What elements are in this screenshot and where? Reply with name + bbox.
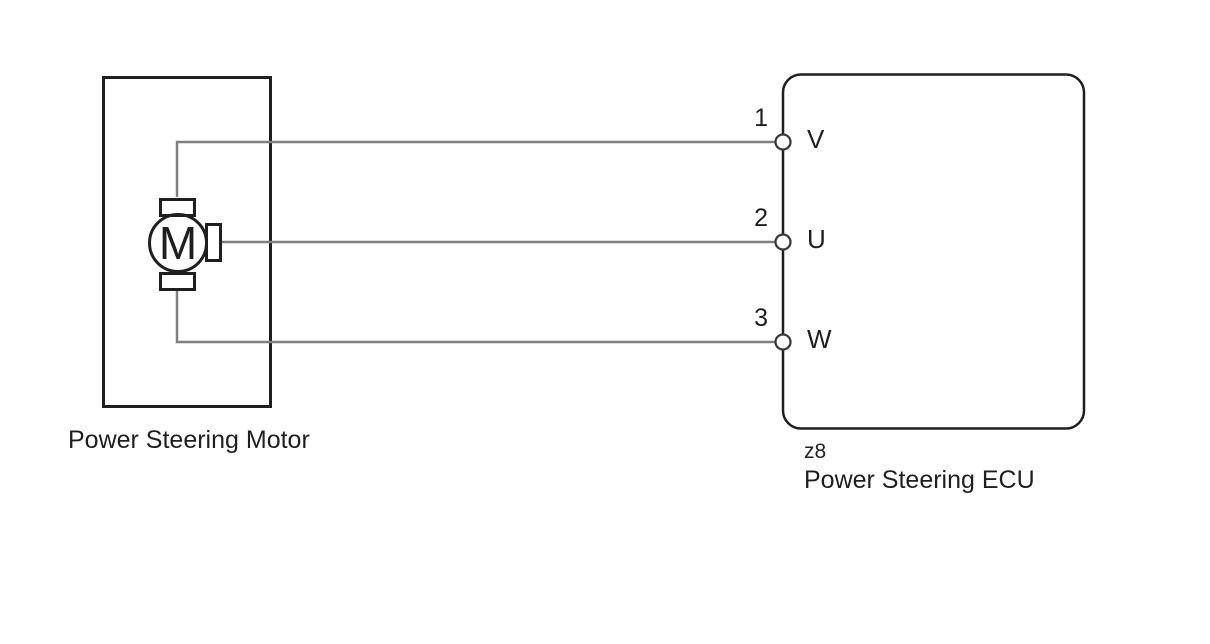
wire-pin1-v [175, 140, 775, 197]
pin-1-label: V [807, 124, 825, 154]
pin-3-terminal-circle [774, 333, 792, 351]
power-steering-ecu-box [781, 73, 1086, 430]
pin-3-number: 3 [754, 304, 768, 332]
ecu-connector-code: z8 [804, 440, 826, 463]
pin-3-label: W [807, 324, 832, 354]
motor-terminal-bottom [159, 272, 196, 291]
motor-symbol-letter: M [159, 217, 197, 269]
pin-2-terminal-circle [774, 233, 792, 251]
motor-terminal-top [159, 198, 196, 217]
pin-1-terminal-circle [774, 133, 792, 151]
motor-label: Power Steering Motor [68, 426, 310, 454]
wire-pin3-w [175, 289, 775, 344]
pin-2-label: U [807, 224, 826, 254]
motor-terminal-right [205, 223, 222, 262]
pin-1-number: 1 [754, 104, 768, 132]
pin-2-number: 2 [754, 204, 768, 232]
ecu-label: Power Steering ECU [804, 466, 1035, 494]
